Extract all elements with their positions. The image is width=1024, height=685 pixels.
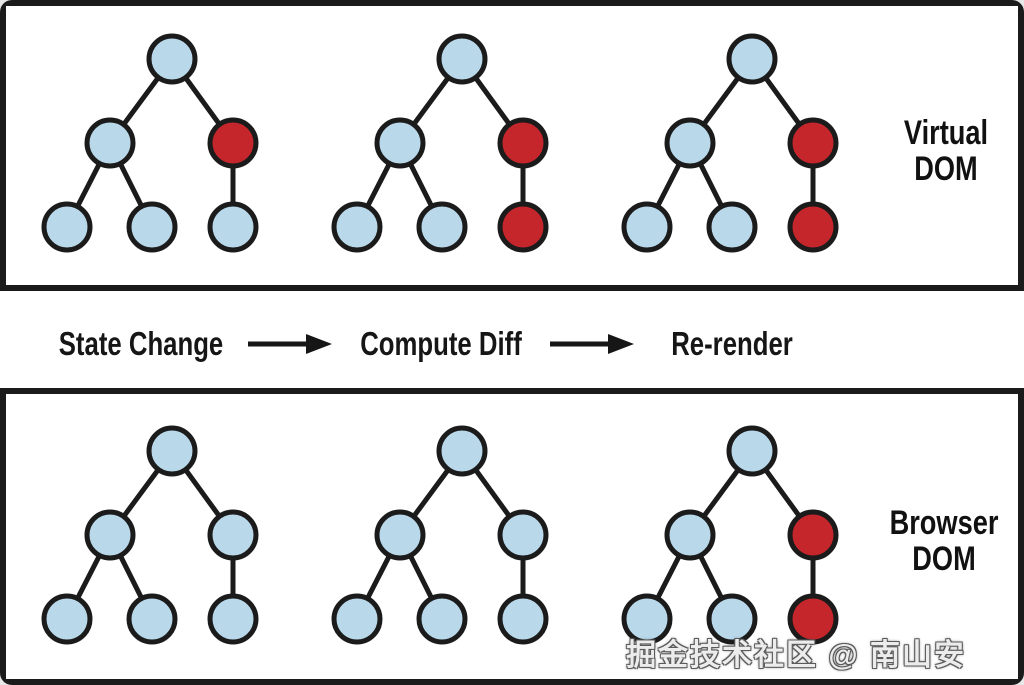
virtual-dom-panel	[0, 0, 1024, 291]
watermark: 掘金技术社区 @ 南山安	[626, 639, 966, 672]
flow-arrow-icon	[550, 334, 634, 354]
flow-step-state-change: State Change	[58, 325, 224, 362]
virtual-dom-label: Virtual DOM	[904, 115, 988, 187]
flow-step-re-render: Re-render	[671, 325, 793, 362]
virtual-dom-label-line1: Virtual	[903, 114, 989, 152]
flow-arrow-icon	[248, 334, 332, 354]
browser-dom-label: Browser DOM	[890, 505, 999, 577]
browser-dom-label-line2: DOM	[912, 540, 976, 578]
virtual-dom-label-line2: DOM	[914, 150, 978, 188]
browser-dom-label-line1: Browser	[889, 504, 999, 542]
flow-step-compute-diff: Compute Diff	[360, 325, 522, 362]
